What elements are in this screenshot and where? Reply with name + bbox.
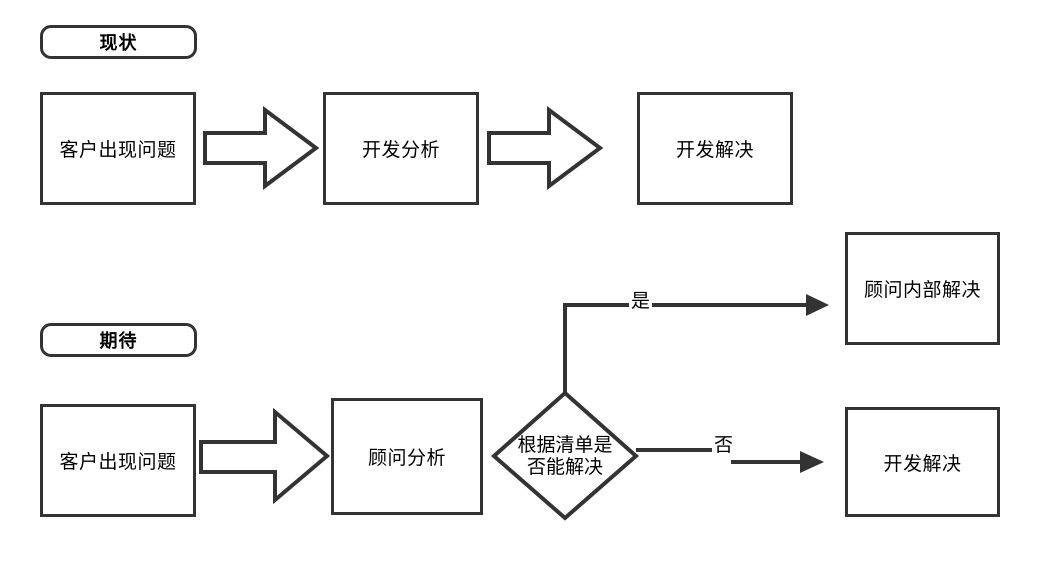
section-label-expected-state-text: 期待 xyxy=(99,331,138,352)
block-arrow-problem-to-dev-analysis xyxy=(203,106,320,190)
section-label-current-state-text: 现状 xyxy=(99,33,138,54)
node-consultant-analysis[interactable]: 顾问分析 xyxy=(331,398,483,515)
section-label-current-state: 现状 xyxy=(40,25,197,59)
node-dev-resolve-current[interactable]: 开发解决 xyxy=(637,92,793,205)
node-dev-resolve-expected[interactable]: 开发解决 xyxy=(845,407,1000,517)
connector-yes-path xyxy=(563,303,806,393)
connector-no-arrowhead xyxy=(800,451,824,473)
decision-diamond-can-resolve[interactable] xyxy=(490,390,640,521)
node-consultant-analysis-label: 顾问分析 xyxy=(367,447,446,469)
node-dev-resolve-expected-label: 开发解决 xyxy=(883,452,962,475)
node-customer-problem-expected[interactable]: 客户出现问题 xyxy=(40,404,196,517)
edge-label-yes: 是 xyxy=(629,290,653,312)
node-customer-problem-expected-label: 客户出现问题 xyxy=(59,451,177,473)
node-customer-problem-current-label: 客户出现问题 xyxy=(59,139,177,161)
node-dev-resolve-current-label: 开发解决 xyxy=(675,139,754,161)
block-arrow-problem-to-consultant-analysis xyxy=(199,407,331,505)
node-dev-analysis[interactable]: 开发分析 xyxy=(323,92,479,205)
section-label-expected-state: 期待 xyxy=(40,323,197,357)
edge-label-no: 否 xyxy=(712,434,736,456)
node-consultant-internal-resolve-label: 顾问内部解决 xyxy=(863,279,981,301)
block-arrow-dev-analysis-to-dev-resolve xyxy=(487,106,604,190)
node-consultant-internal-resolve[interactable]: 顾问内部解决 xyxy=(845,232,1000,345)
node-dev-analysis-label: 开发分析 xyxy=(361,139,440,161)
node-customer-problem-current[interactable]: 客户出现问题 xyxy=(40,92,196,205)
connector-yes-arrowhead xyxy=(806,294,829,316)
